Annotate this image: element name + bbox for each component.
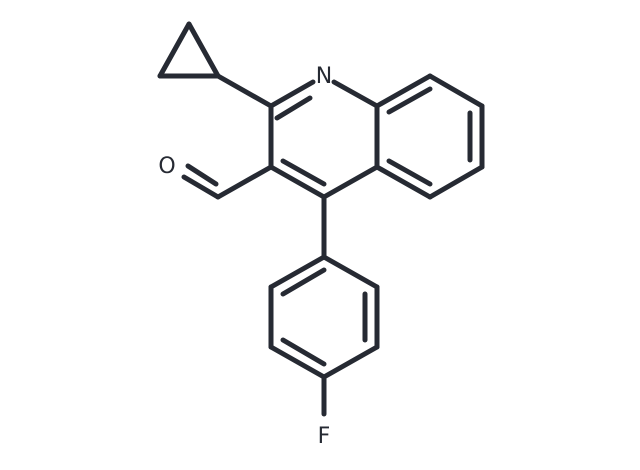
- bond-c8a-c8: [374, 73, 433, 109]
- bond-ph-1: [321, 254, 380, 290]
- bond-cyclopropyl-to-c2: [215, 73, 274, 109]
- cyclopropyl-ring: [157, 21, 221, 79]
- bond-c8-c7: [427, 73, 485, 109]
- bond-c3-c4-inner: [280, 158, 327, 187]
- bond-c5-c4a: [374, 164, 433, 200]
- bond-ph-3: [321, 344, 380, 380]
- bond-c4-c4a: [321, 164, 380, 200]
- bond-c2-n1-inner: [274, 95, 313, 121]
- bond-cyclopropyl-3: [186, 21, 221, 79]
- bond-cyclopropyl-2: [157, 21, 192, 79]
- atom-label-nitrogen: N: [316, 64, 332, 89]
- bond-cho-oxygen-double: [185, 163, 219, 187]
- bond-c8a-c8-inner: [386, 86, 433, 115]
- bond-c3-c4: [268, 164, 327, 200]
- aldehyde-group: [181, 163, 274, 200]
- bond-ph-4-inner: [280, 337, 327, 367]
- bond-ph-6-inner: [280, 267, 327, 297]
- pyridine-ring: [268, 79, 380, 200]
- bond-ph-4: [268, 344, 327, 380]
- atom-label-oxygen: O: [158, 154, 175, 179]
- bond-c6-c5: [427, 164, 485, 200]
- bond-c3-cho: [215, 164, 274, 200]
- bond-ph-6: [268, 254, 327, 290]
- atom-label-fluorine: F: [318, 424, 331, 449]
- bond-c2-n1: [268, 79, 316, 109]
- benzo-ring: [374, 73, 485, 200]
- bond-cho-oxygen: [181, 174, 221, 200]
- fluorophenyl-ring: [268, 254, 380, 380]
- bond-n1-c8a: [331, 79, 380, 109]
- bond-c5-c4a-inner: [386, 158, 433, 187]
